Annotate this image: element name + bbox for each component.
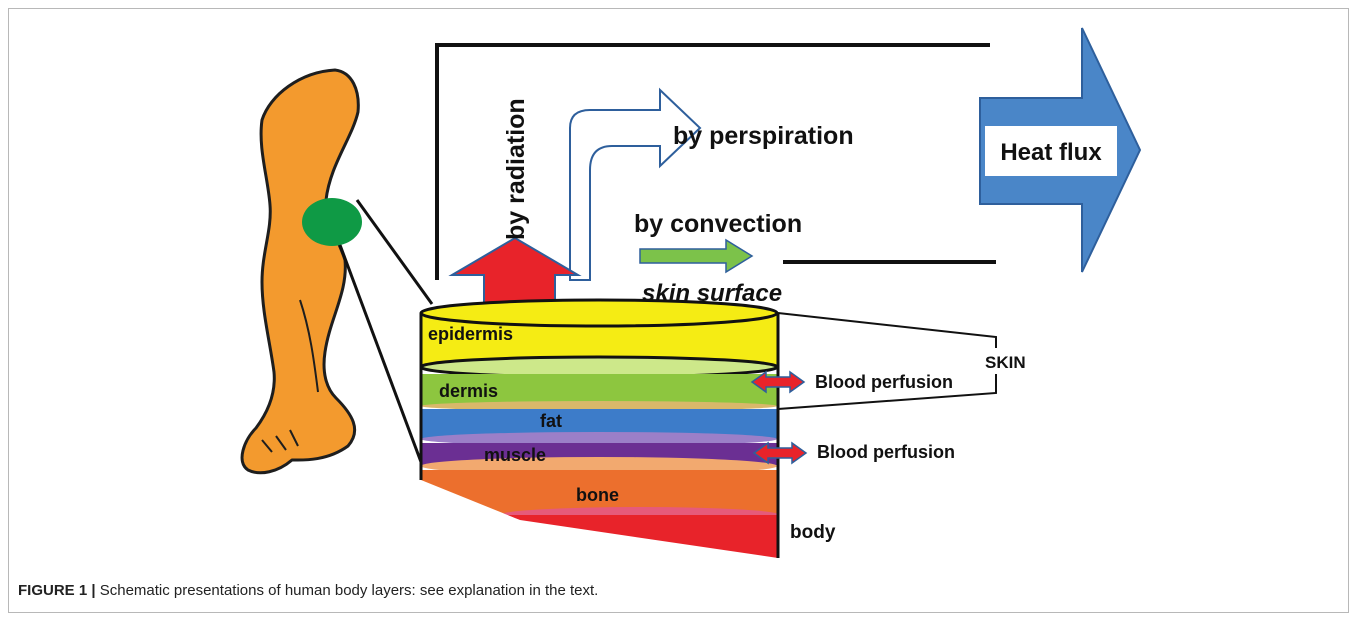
figure-number: FIGURE 1 | — [18, 582, 96, 599]
convection-label: by convection — [634, 210, 802, 238]
heat-flux-label: Heat flux — [1000, 139, 1102, 166]
body-label: body — [790, 522, 836, 543]
caption-text: Schematic presentations of human body la… — [100, 582, 599, 599]
convection-arrow — [640, 240, 752, 272]
dermis-label: dermis — [439, 381, 498, 401]
skin-surface-top — [421, 300, 777, 326]
blood-perfusion-dermis-label: Blood perfusion — [815, 372, 953, 392]
leg-illustration — [242, 70, 432, 473]
skin-sample-marker — [302, 198, 362, 246]
leg-shape — [242, 70, 358, 473]
fat-label: fat — [540, 411, 562, 431]
figure-caption: FIGURE 1 | Schematic presentations of hu… — [18, 582, 598, 599]
zoom-line-top — [357, 200, 432, 304]
skin-label: SKIN — [985, 353, 1026, 372]
heat-flux-arrow: Heat flux — [980, 28, 1140, 272]
skin-bracket — [778, 313, 996, 409]
bone-label: bone — [576, 485, 619, 505]
body-layers-diagram: Heat flux by perspiration by radiation b… — [0, 0, 1357, 575]
radiation-label: by radiation — [502, 98, 530, 240]
blood-perfusion-muscle-label: Blood perfusion — [817, 442, 955, 462]
muscle-label: muscle — [484, 445, 546, 465]
body-layer — [421, 515, 778, 565]
epidermis-label: epidermis — [428, 324, 513, 344]
perspiration-label: by perspiration — [673, 122, 854, 150]
